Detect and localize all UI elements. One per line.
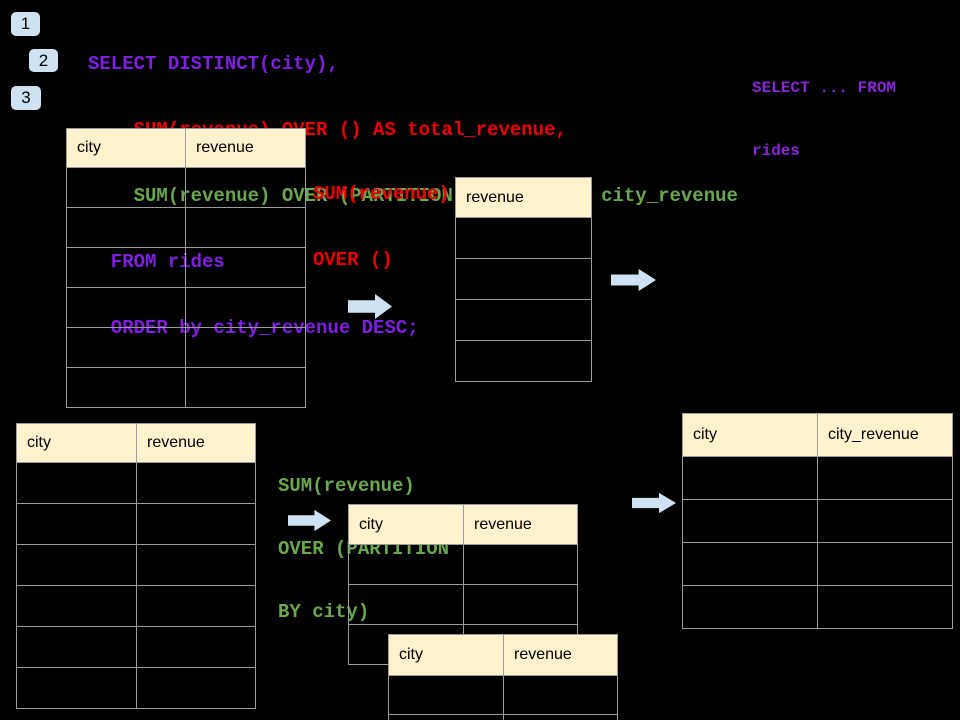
table-cell — [66, 247, 186, 288]
table-row — [682, 499, 953, 543]
table-cell — [463, 584, 578, 625]
table-row — [682, 585, 953, 629]
table-cell — [16, 667, 137, 709]
column-header-city: city — [682, 413, 818, 457]
table-row — [66, 327, 306, 368]
table-cell — [16, 626, 137, 668]
table-cell — [463, 544, 578, 585]
table-row — [388, 714, 618, 720]
table-row — [682, 542, 953, 586]
table-row — [455, 340, 592, 382]
column-header-revenue: revenue — [503, 634, 618, 676]
flow-arrow-icon — [288, 509, 332, 532]
table-cell — [16, 544, 137, 586]
table-cell — [66, 167, 186, 208]
table-cell — [817, 456, 953, 500]
table-row — [66, 207, 306, 248]
table-cell — [348, 544, 464, 585]
step-badge-1: 1 — [11, 12, 40, 36]
table-cell — [185, 207, 306, 248]
table-cell — [136, 503, 256, 545]
step-badge-3: 3 — [11, 86, 41, 110]
table-cell — [817, 585, 953, 629]
table-cell — [136, 462, 256, 504]
table-cell — [348, 584, 464, 625]
table-cell — [185, 247, 306, 288]
total-annotation-line-2: OVER () — [313, 249, 393, 271]
table-cell — [66, 327, 186, 368]
table-cell — [16, 462, 137, 504]
table-cell — [388, 675, 504, 715]
table-row — [66, 167, 306, 208]
table-row — [66, 287, 306, 328]
table-row — [66, 367, 306, 408]
select-from-rides-note: SELECT ... FROM rides — [752, 36, 896, 204]
table-row — [16, 585, 256, 627]
partition-result-table-front: city revenue — [388, 634, 618, 720]
step-badge-2: 2 — [29, 49, 58, 72]
flow-arrow-icon — [611, 268, 657, 292]
table-cell — [185, 287, 306, 328]
table-cell — [455, 340, 592, 382]
column-header-revenue: revenue — [185, 128, 306, 168]
table-cell — [388, 714, 504, 720]
side-note-line-2: rides — [752, 142, 801, 160]
column-header-revenue: revenue — [455, 177, 592, 218]
table-row — [455, 258, 592, 300]
partition-annotation-line-1: SUM(revenue) — [278, 475, 415, 497]
table-cell — [682, 585, 818, 629]
table-row — [348, 544, 578, 585]
column-header-city: city — [66, 128, 186, 168]
table-cell — [455, 299, 592, 341]
table-cell — [455, 217, 592, 259]
table-cell — [16, 503, 137, 545]
table-cell — [136, 667, 256, 709]
table-row — [16, 626, 256, 668]
column-header-revenue: revenue — [463, 504, 578, 545]
column-header-city-revenue: city_revenue — [817, 413, 953, 457]
column-header-city: city — [348, 504, 464, 545]
city-revenue-result-table: city city_revenue — [682, 413, 953, 629]
table-row — [16, 544, 256, 586]
table-cell — [817, 499, 953, 543]
table-row — [682, 456, 953, 500]
total-annotation-line-1: SUM(revenue) — [313, 183, 450, 205]
total-revenue-annotation: SUM(revenue) OVER () — [313, 139, 450, 315]
table-cell — [136, 626, 256, 668]
total-revenue-result-table: revenue — [455, 177, 592, 382]
table-row — [16, 462, 256, 504]
table-cell — [455, 258, 592, 300]
table-row — [66, 247, 306, 288]
table-row — [348, 584, 578, 625]
side-note-line-1: SELECT ... FROM — [752, 79, 897, 97]
rides-source-table-top: city revenue — [66, 128, 306, 408]
table-cell — [185, 367, 306, 408]
sql-line-select: SELECT DISTINCT(city), — [88, 53, 339, 75]
column-header-revenue: revenue — [136, 423, 256, 463]
table-cell — [503, 675, 618, 715]
table-cell — [136, 544, 256, 586]
table-cell — [682, 542, 818, 586]
table-cell — [185, 327, 306, 368]
table-cell — [66, 287, 186, 328]
table-cell — [66, 367, 186, 408]
table-row — [455, 217, 592, 259]
table-row — [455, 299, 592, 341]
table-cell — [136, 585, 256, 627]
table-row — [16, 667, 256, 709]
rides-source-table-bottom: city revenue — [16, 423, 256, 709]
flow-arrow-icon — [632, 492, 677, 514]
column-header-city: city — [16, 423, 137, 463]
table-row — [16, 503, 256, 545]
table-cell — [682, 456, 818, 500]
table-cell — [682, 499, 818, 543]
flow-arrow-icon — [348, 293, 393, 320]
table-cell — [503, 714, 618, 720]
table-cell — [16, 585, 137, 627]
table-cell — [185, 167, 306, 208]
column-header-city: city — [388, 634, 504, 676]
table-cell — [817, 542, 953, 586]
table-row — [388, 675, 618, 715]
table-cell — [66, 207, 186, 248]
